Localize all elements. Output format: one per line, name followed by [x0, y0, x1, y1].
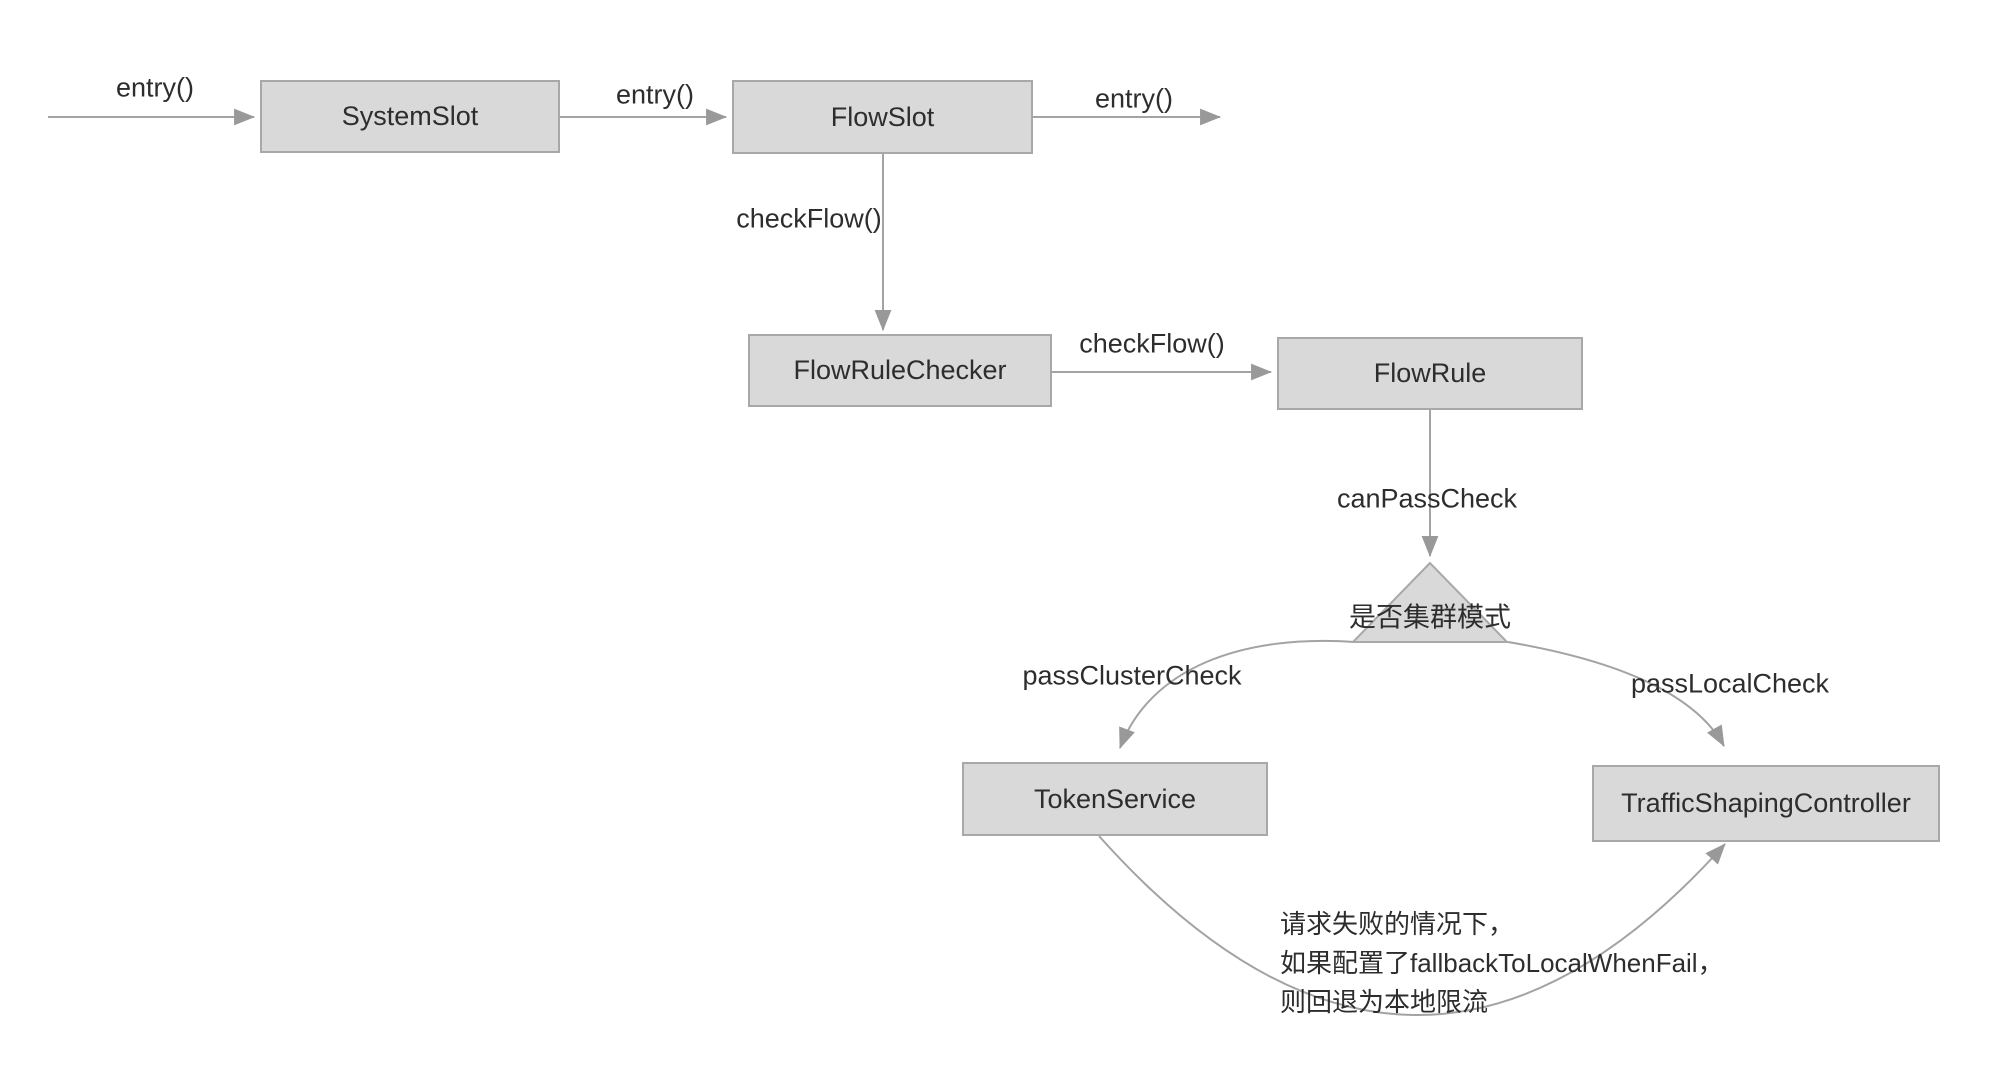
fallback-note: 请求失败的情况下， 如果配置了fallbackToLocalWhenFail， … [1280, 905, 1724, 1022]
node-systemslot: SystemSlot [260, 80, 560, 153]
label-passclustercheck: passClusterCheck [1022, 660, 1242, 691]
label-checkflow-down: checkFlow() [736, 203, 882, 234]
node-flowslot: FlowSlot [732, 80, 1033, 154]
edge-passlocalcheck [1507, 641, 1725, 747]
node-trafficshapingcontroller: TrafficShapingController [1592, 765, 1940, 842]
fallback-note-line2: 如果配置了fallbackToLocalWhenFail， [1280, 948, 1724, 978]
fallback-note-line1: 请求失败的情况下， [1280, 909, 1515, 939]
label-entry-mid: entry() [615, 79, 695, 110]
label-checkflow-right: checkFlow() [1079, 328, 1225, 359]
edge-passclustercheck [1119, 639, 1356, 749]
node-flowrulechecker: FlowRuleChecker [748, 334, 1052, 407]
fallback-note-line3: 则回退为本地限流 [1280, 987, 1489, 1017]
label-entry-out: entry() [1094, 83, 1174, 114]
node-tokenservice: TokenService [962, 762, 1268, 836]
label-entry-in: entry() [115, 72, 195, 103]
label-canpasscheck: canPassCheck [1336, 483, 1518, 514]
node-flowrule: FlowRule [1277, 337, 1583, 410]
edge-fallback-token-to-controller [1098, 835, 1726, 1016]
label-decision-cluster-mode: 是否集群模式 [1349, 602, 1511, 633]
label-passlocalcheck: passLocalCheck [1630, 668, 1830, 699]
decision-triangle [1350, 561, 1510, 643]
